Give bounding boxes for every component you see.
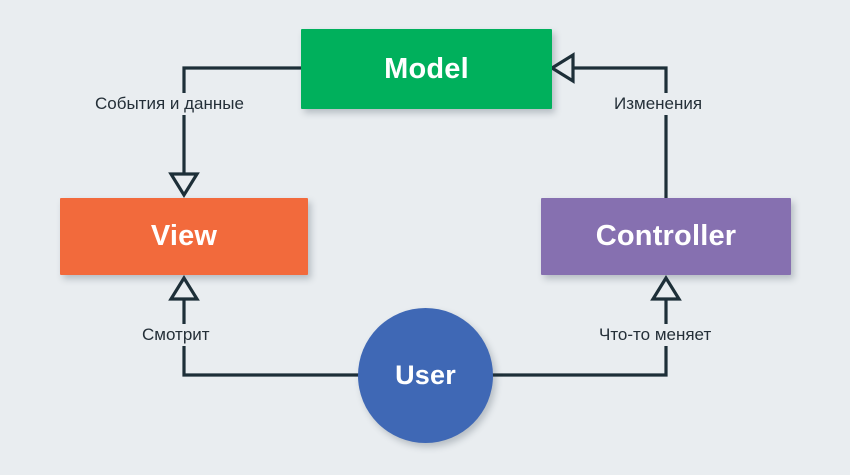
- edge-label-changes-something: Что-то меняет: [592, 324, 719, 346]
- edge-user-to-controller: [487, 274, 682, 377]
- node-user-label: User: [395, 360, 456, 390]
- edge-controller-to-model: [548, 52, 668, 200]
- edge-label-events-and-data: События и данные: [88, 93, 251, 115]
- arrowhead-up-into-view: [168, 274, 200, 301]
- arrowhead-left-into-model: [548, 52, 575, 84]
- edge-model-to-view: [168, 66, 303, 199]
- edge-label-changes: Изменения: [607, 93, 710, 115]
- node-controller[interactable]: Controller: [541, 198, 791, 275]
- node-controller-label: Controller: [595, 220, 737, 252]
- node-user[interactable]: User: [358, 308, 493, 443]
- arrowhead-down-into-view: [168, 172, 200, 199]
- node-model[interactable]: Model: [301, 29, 552, 109]
- edge-label-watches: Смотрит: [135, 324, 217, 346]
- edge-user-to-view: [168, 274, 364, 377]
- arrowhead-up-into-controller: [650, 274, 682, 301]
- node-view-label: View: [150, 220, 218, 252]
- node-model-label: Model: [384, 52, 469, 85]
- node-view[interactable]: View: [60, 198, 308, 275]
